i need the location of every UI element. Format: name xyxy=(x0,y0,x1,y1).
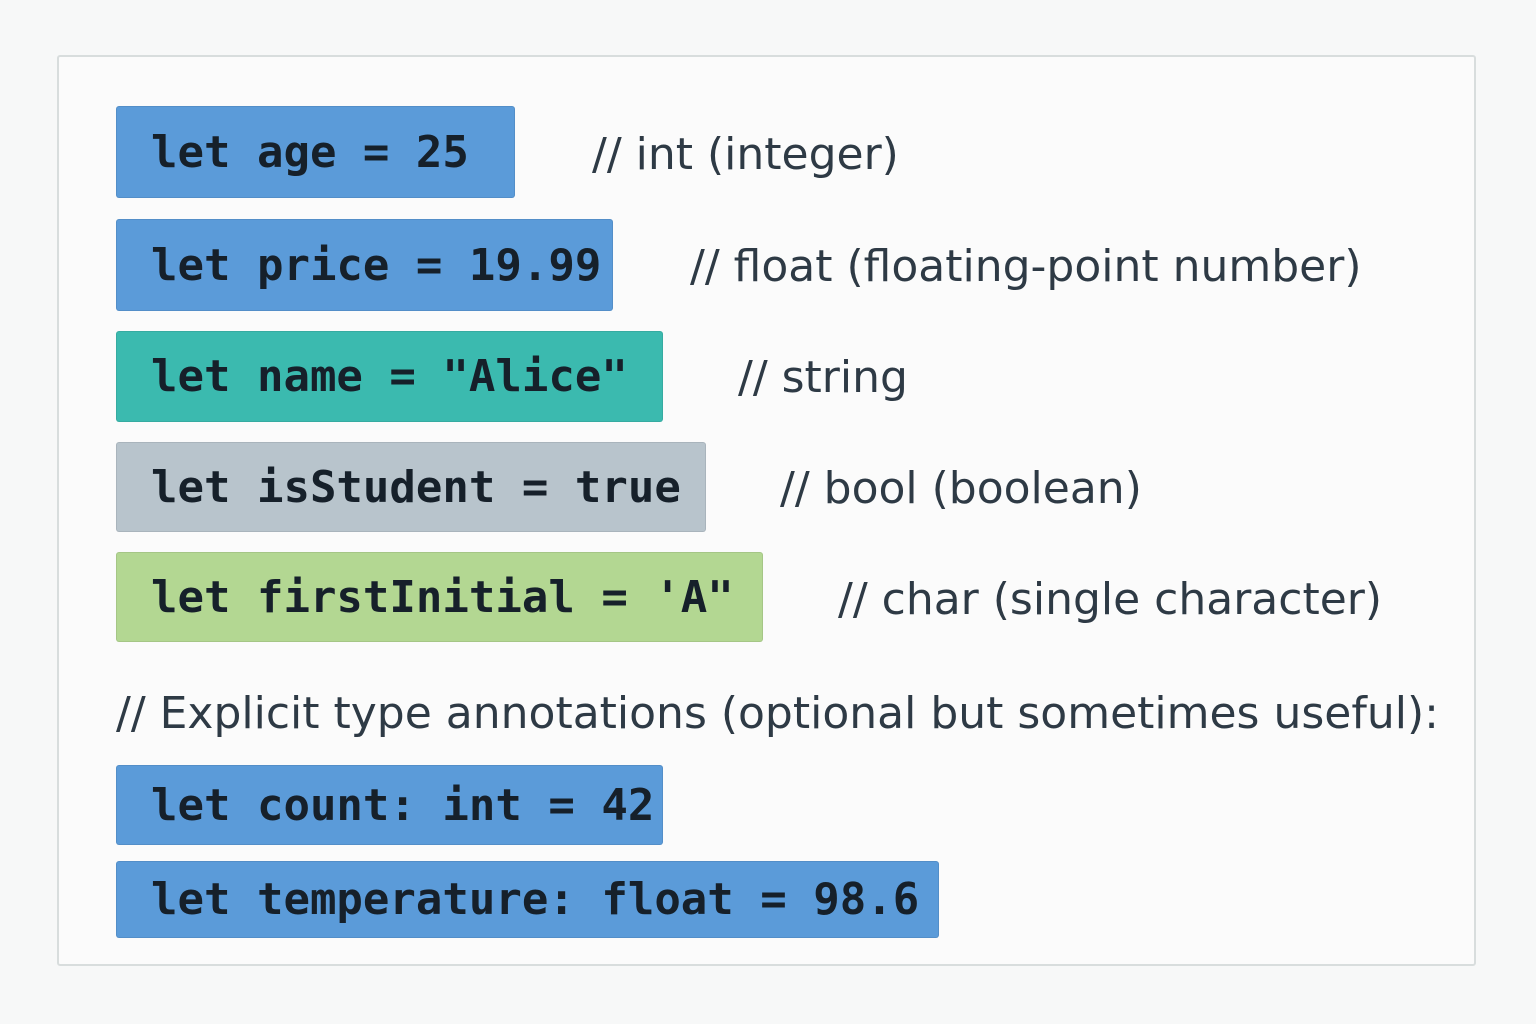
code-line-age: let age = 25 xyxy=(116,106,515,198)
code-line-temperature: let temperature: float = 98.6 xyxy=(116,861,939,938)
code-line-price: let price = 19.99 xyxy=(116,219,613,311)
code-line-count: let count: int = 42 xyxy=(116,765,663,845)
code-line-firstinitial: let firstInitial = 'A" xyxy=(116,552,763,642)
comment-char: // char (single character) xyxy=(838,574,1383,625)
section-comment-explicit-types: // Explicit type annotations (optional b… xyxy=(116,688,1439,739)
comment-int: // int (integer) xyxy=(592,129,899,180)
comment-bool: // bool (boolean) xyxy=(780,463,1142,514)
comment-string: // string xyxy=(738,352,908,403)
code-line-isstudent: let isStudent = true xyxy=(116,442,706,532)
comment-float: // float (floating-point number) xyxy=(690,241,1362,292)
code-line-name: let name = "Alice" xyxy=(116,331,663,422)
